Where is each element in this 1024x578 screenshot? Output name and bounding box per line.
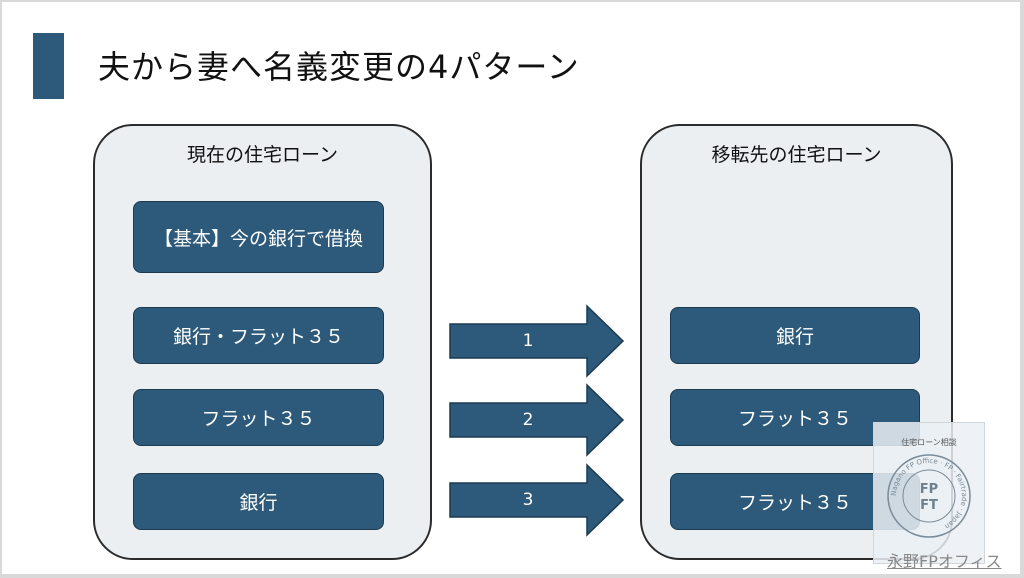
current-box-bank-flat35: 銀行・フラット３５	[133, 307, 384, 364]
arrow-3	[449, 463, 625, 537]
arrow-1-label: 1	[522, 331, 534, 351]
current-box-bank: 銀行	[133, 473, 384, 530]
office-watermark: 住宅ローン相談 Nagano FP Office · FP · Fairtrad…	[873, 422, 985, 564]
current-box-basic-refinance: 【基本】今の銀行で借換	[133, 201, 384, 273]
watermark-header: 住宅ローン相談	[901, 438, 957, 447]
current-box-flat35: フラット３５	[133, 389, 384, 446]
destination-loan-panel-title: 移転先の住宅ローン	[711, 144, 882, 166]
seal-logo-line-2: FT	[920, 498, 938, 513]
arrow-2	[449, 383, 625, 457]
arrow-1	[449, 304, 625, 378]
current-loan-panel-title: 現在の住宅ローン	[186, 144, 339, 166]
destination-box-bank: 銀行	[670, 307, 920, 364]
arrow-3-label: 3	[522, 490, 534, 510]
office-seal-icon: Nagano FP Office · FP · Fairtrade · Japa…	[887, 454, 971, 538]
seal-logo-line-1: FP	[920, 482, 938, 497]
arrow-2-label: 2	[522, 410, 534, 430]
office-name-footer: 永野FPオフィス	[887, 552, 1002, 571]
title-accent-bar	[33, 33, 64, 99]
slide-title: 夫から妻へ名義変更の4パターン	[98, 48, 580, 86]
